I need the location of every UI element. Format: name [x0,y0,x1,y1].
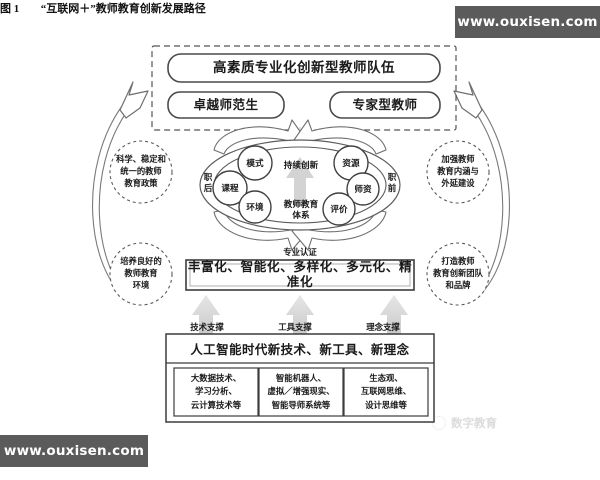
idea-bubble-shapes [109,140,490,306]
oval-side-label-pre-service: 职前 [387,172,397,193]
bottom-cell-frames [173,367,429,417]
support-label-tech: 技术支撑 [190,323,224,332]
node-circle-kecheng [212,170,248,206]
middle-bar-label: 丰富化、智能化、多样化、多元化、精准化 [187,260,413,289]
support-label-tool: 工具支撑 [278,323,312,332]
oval-center-top-label: 持续创新 [283,160,319,170]
watermark-bottom-left: www.ouxisen.com [0,435,148,467]
headline-box-label: 高素质专业化创新型教师队伍 [213,60,395,76]
bubble-circle-top-left [109,140,173,204]
brand-ring-icon [432,416,446,430]
bubble-policy-label: 科学、稳定和 统一的教师 教育政策 [116,154,166,188]
certification-label: 专业认证 [283,248,317,257]
bottom-cell-frame-1 [173,367,259,417]
support-arrows [192,295,408,336]
node-label-pingjia: 评价 [330,203,348,214]
node-label-ziyuan: 资源 [342,157,360,168]
bottom-cell-label-idea: 生态观、 互联网思维、 设计思维等 [360,374,412,410]
oval-node-circles [212,145,380,226]
bubble-connotation-label: 加强教师 教育内涵与 外延建设 [437,154,479,188]
node-label-kecheng: 课程 [221,182,239,193]
figure-caption: 图 1 “互联网＋”教师教育创新发展路径 [0,0,300,16]
watermark-top-right: www.ouxisen.com [455,6,600,38]
bubble-circle-bottom-left [109,242,173,306]
node-label-shizi: 师资 [354,183,372,194]
node-label-moshi: 模式 [246,157,264,168]
node-label-huanjing: 环境 [246,201,264,212]
figure-caption-text: “互联网＋”教师教育创新发展路径 [40,3,206,15]
headline-box-shape [167,53,441,83]
expert-teacher-box-label: 专家型教师 [352,97,418,112]
bottom-cell-frame-2 [258,367,344,417]
node-circle-pingjia [322,192,356,226]
right-box-shape [329,91,441,119]
bottom-cell-label-tool: 智能机器人、 虚拟／增强现实、 智能导师系统等 [267,374,335,410]
bottom-cell-frame-3 [343,367,429,417]
soft-brand-watermark: 数字教育 [432,415,497,431]
middle-bar-inner [189,263,411,287]
ascend-arrow-core [286,157,314,206]
node-circle-shizi [346,172,380,206]
oval-side-label-post-service: 职后 [203,172,213,193]
bubble-circle-bottom-right [426,242,490,306]
bubble-brand-label: 打造教师 教育创新团队 和品牌 [433,256,483,290]
bottom-band-title: 人工智能时代新技术、新工具、新理念 [190,342,410,357]
node-circle-moshi [237,145,273,181]
soft-brand-label: 数字教育 [451,418,497,430]
bubble-circle-top-right [426,140,490,204]
figure-caption-number: 图 1 [0,3,20,15]
bubble-environment-label: 培养良好的 教师教育 环境 [120,256,162,290]
node-circle-huanjing [238,190,272,224]
loop-arrowhead-left [119,81,149,119]
middle-bar-outer [185,259,415,291]
left-box-shape [167,91,285,119]
loop-arrowhead-right [453,81,483,119]
oval-center-bottom-label: 教师教育 体系 [283,199,319,221]
bottom-cell-label-tech: 大数据技术、 学习分析、 云计算技术等 [190,374,242,410]
excellent-student-box-label: 卓越师范生 [193,97,259,112]
support-label-idea: 理念支撑 [366,323,400,332]
